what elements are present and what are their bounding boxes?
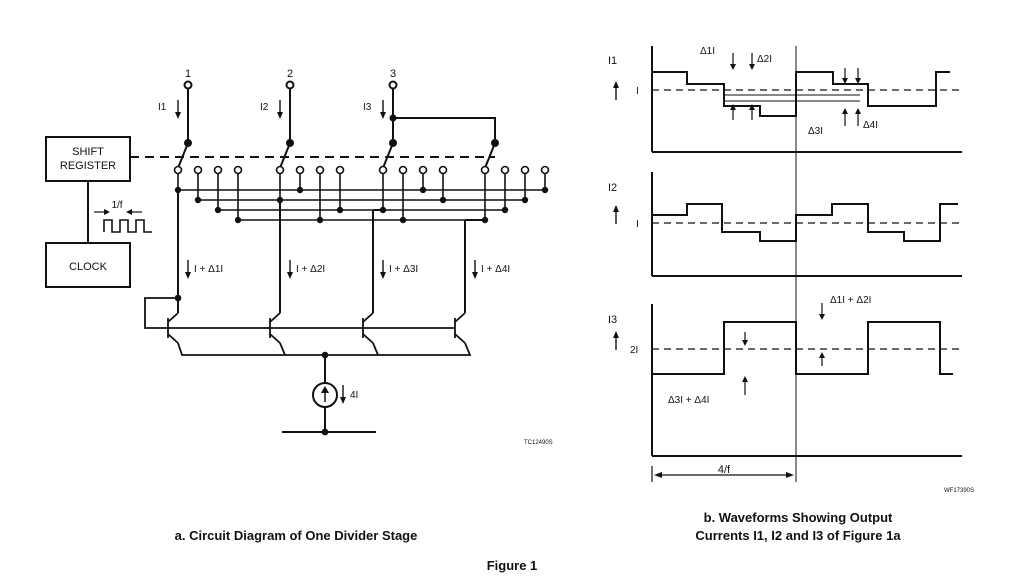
- circuit-labels: SHIFT REGISTER CLOCK 1/f 1 2 3 I1 I2 I3 …: [60, 68, 553, 446]
- shift-register-label-2: REGISTER: [60, 160, 116, 172]
- period-label: 4/f: [718, 464, 731, 476]
- transistor-array: [144, 294, 472, 359]
- branch-current-1: I + Δ1I: [194, 264, 223, 275]
- output-current-3: I3: [363, 102, 372, 113]
- waveform-caption-line1: b. Waveforms Showing Output: [704, 510, 893, 525]
- circuit-diagram: [45, 80, 550, 436]
- switch-contacts: [173, 165, 550, 175]
- source-current-label: 4I: [350, 390, 358, 401]
- shift-register-label: SHIFT: [72, 146, 104, 158]
- delta12-label: Δ1I + Δ2I: [830, 295, 871, 306]
- frequency-label: 1/f: [111, 200, 122, 211]
- clock-label: CLOCK: [69, 261, 108, 273]
- waveforms: [613, 46, 962, 482]
- waveform-panel-2: [613, 172, 962, 277]
- waveform-i1: [652, 71, 950, 117]
- waveform-ref-code: WF17390S: [944, 488, 974, 494]
- delta1-label: Δ1I: [700, 46, 715, 57]
- current-arrows: [175, 100, 478, 404]
- delta34-label: Δ3I + Δ4I: [668, 395, 709, 406]
- branch-current-3: I + Δ3I: [389, 264, 418, 275]
- delta4-label: Δ4I: [863, 120, 878, 131]
- delta2-label: Δ2I: [757, 54, 772, 65]
- output-current-2: I2: [260, 102, 269, 113]
- branch-current-4: I + Δ4I: [481, 264, 510, 275]
- output-current-1: I1: [158, 102, 167, 113]
- node-label-2: 2: [287, 68, 293, 80]
- shift-register-box: [45, 136, 131, 182]
- node-label-1: 1: [185, 68, 191, 80]
- waveform-caption-line2: Currents I1, I2 and I3 of Figure 1a: [695, 528, 901, 543]
- level-label-i3: 2I: [630, 345, 638, 356]
- waveform-panel-1: [613, 46, 962, 153]
- axis-label-i2: I2: [608, 182, 617, 194]
- level-label-i1: I: [636, 86, 639, 97]
- waveform-labels: I1 I Δ1I Δ2I Δ3I Δ4I I2 I I3 2I Δ1I + Δ2…: [608, 46, 974, 494]
- waveform-i2: [652, 203, 958, 242]
- clock-pulse-icon: [103, 219, 152, 233]
- axis-label-i3: I3: [608, 314, 617, 326]
- circuit-caption: a. Circuit Diagram of One Divider Stage: [175, 528, 418, 543]
- circuit-ref-code: TC12490S: [524, 440, 553, 446]
- branch-current-2: I + Δ2I: [296, 264, 325, 275]
- node-label-3: 3: [390, 68, 396, 80]
- level-label-i2: I: [636, 219, 639, 230]
- axis-label-i1: I1: [608, 55, 617, 67]
- delta3-label: Δ3I: [808, 126, 823, 137]
- cross-connect-wiring: [174, 174, 549, 224]
- figure-title: Figure 1: [487, 558, 538, 573]
- waveform-i3: [652, 321, 953, 375]
- waveform-panel-3: [613, 303, 962, 457]
